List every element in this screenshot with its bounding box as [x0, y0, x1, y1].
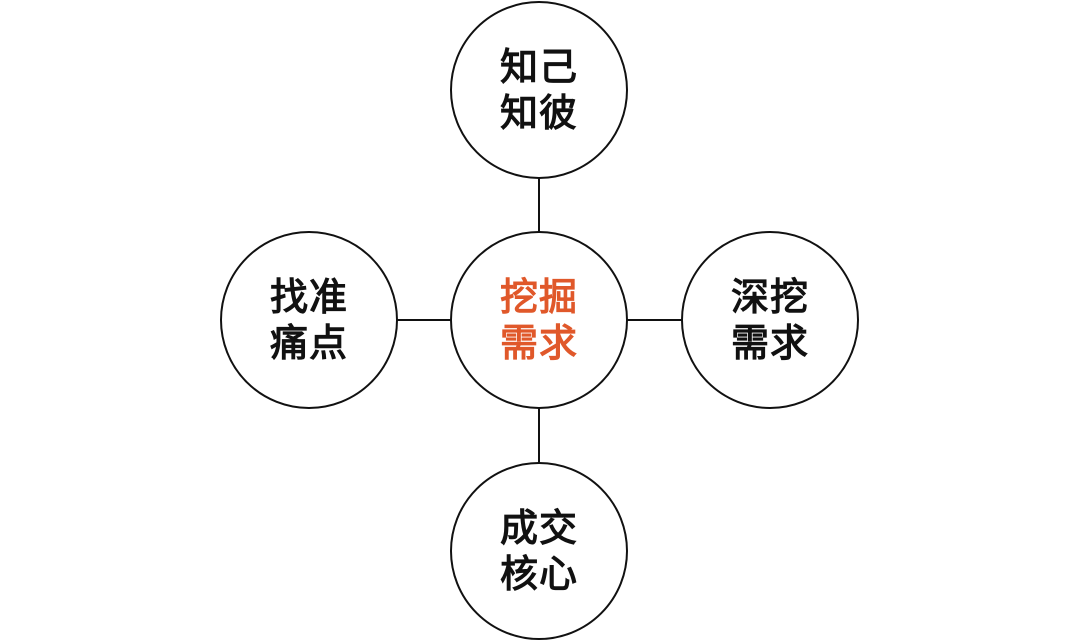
- connector-bottom: [538, 408, 540, 463]
- node-right-line-1: 深挖: [730, 275, 809, 319]
- node-bottom: 成交 核心: [450, 462, 628, 640]
- node-left-line-2: 痛点: [269, 321, 348, 365]
- connector-left: [397, 319, 451, 321]
- node-left: 找准 痛点: [220, 231, 398, 409]
- node-top-line-1: 知己: [499, 45, 578, 89]
- connector-right: [627, 319, 682, 321]
- node-left-line-1: 找准: [269, 275, 348, 319]
- node-top: 知己 知彼: [450, 1, 628, 179]
- node-center-line-2: 需求: [499, 321, 578, 365]
- node-bottom-line-1: 成交: [499, 506, 578, 550]
- node-right: 深挖 需求: [681, 231, 859, 409]
- node-right-line-2: 需求: [730, 321, 809, 365]
- connector-top: [538, 178, 540, 233]
- node-center-line-1: 挖掘: [499, 275, 578, 319]
- node-bottom-line-2: 核心: [499, 552, 578, 596]
- node-center: 挖掘 需求: [450, 231, 628, 409]
- node-top-line-2: 知彼: [499, 91, 578, 135]
